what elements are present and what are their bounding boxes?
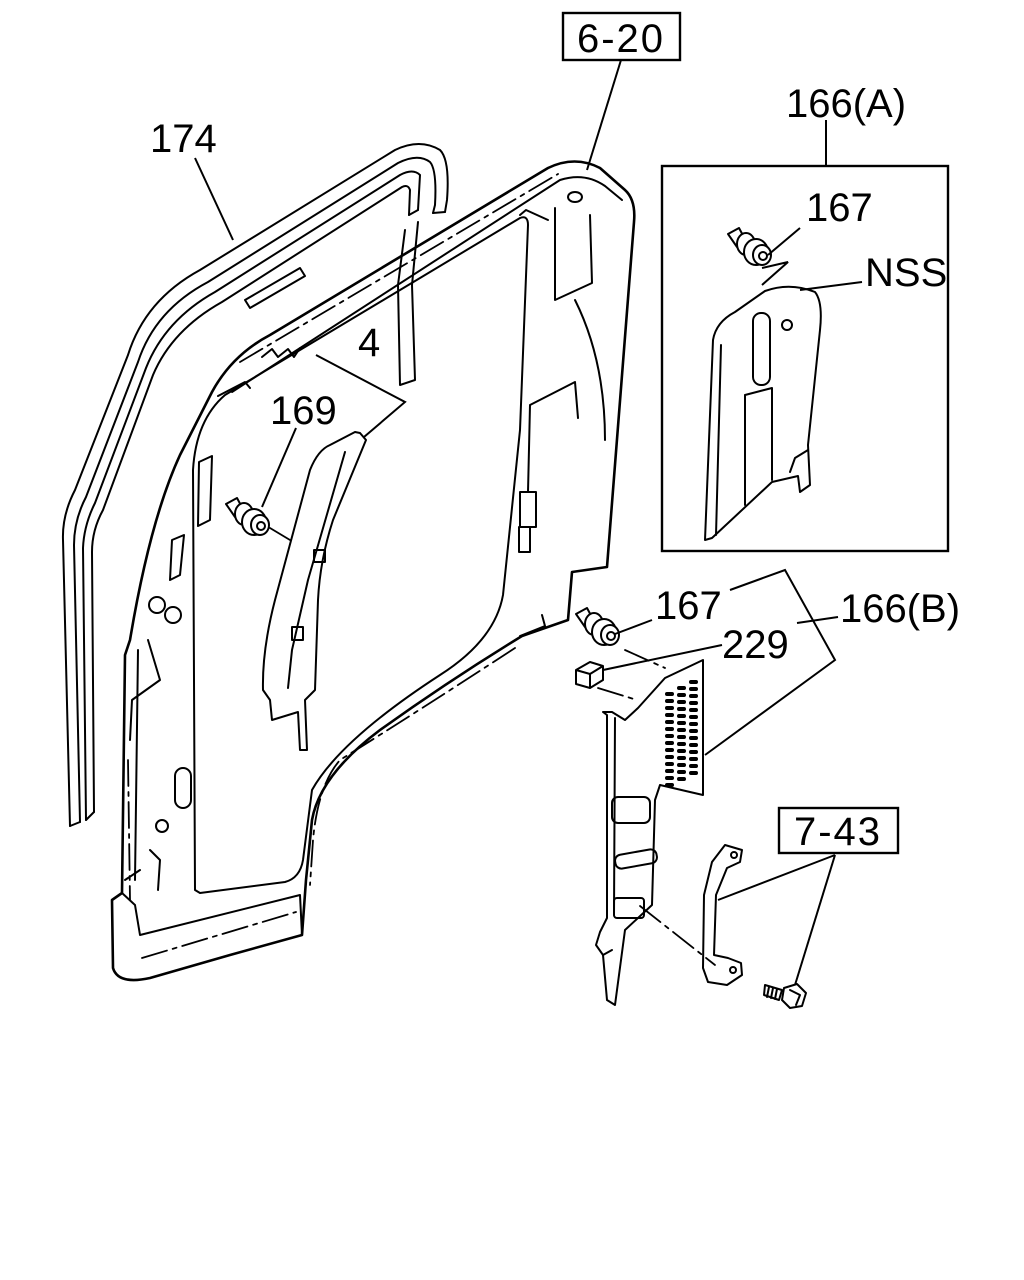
grille-slot [677, 735, 686, 739]
clip-167-b [575, 607, 620, 646]
grille-slot [689, 750, 698, 754]
grille-slot [689, 708, 698, 712]
grille-slot [665, 706, 674, 710]
callout-4: 4 [358, 321, 380, 365]
grille-slot [665, 734, 674, 738]
grille-slot [689, 729, 698, 733]
grille-slot [689, 701, 698, 705]
trim-panel-nss [704, 285, 822, 541]
callout-174: 174 [150, 117, 217, 161]
ref-box-7-43 [777, 806, 900, 855]
grille-slot [677, 763, 686, 767]
ref-label-6-20: 6-20 [577, 17, 665, 61]
callout-nss: NSS [865, 251, 947, 295]
grille-slot [677, 721, 686, 725]
bolt [763, 983, 807, 1009]
grille-slot [677, 777, 686, 781]
callout-167-a: 167 [806, 186, 873, 230]
grille-slot [665, 692, 674, 696]
callout-166b: 166(B) [840, 587, 960, 631]
callout-229: 229 [722, 623, 789, 667]
grille-slot [665, 720, 674, 724]
grille-slot [677, 749, 686, 753]
grille-slot [689, 715, 698, 719]
grille-slot [689, 687, 698, 691]
pad-229 [575, 661, 604, 689]
ref-box-6-20 [561, 11, 682, 62]
grille-slot [665, 741, 674, 745]
grille-slot [689, 771, 698, 775]
door-inner-panel [110, 160, 636, 982]
grille-slot [677, 756, 686, 760]
grille-slot [689, 764, 698, 768]
grille-slot [665, 762, 674, 766]
grille-slot [665, 748, 674, 752]
grille-slot [689, 736, 698, 740]
grille-slot [665, 713, 674, 717]
grille-slot [665, 776, 674, 780]
grille-slot [665, 783, 674, 787]
weatherstrip-174 [61, 143, 449, 827]
grille-slot [677, 686, 686, 690]
grille-slot [677, 700, 686, 704]
grille-slot [677, 714, 686, 718]
clip-167-a [727, 227, 772, 266]
grille-slot [689, 722, 698, 726]
trim-panel-166b [595, 659, 704, 1006]
assist-grip-handle [702, 844, 743, 986]
callout-169: 169 [270, 389, 337, 433]
callout-166a: 166(A) [786, 82, 906, 126]
grille-slot [677, 742, 686, 746]
leader-lines [194, 59, 863, 986]
grille-slot [665, 727, 674, 731]
grille-slot [665, 769, 674, 773]
grille-slot [677, 770, 686, 774]
pillar-trim-4 [261, 431, 367, 751]
grille-slot [665, 755, 674, 759]
ref-label-7-43: 7-43 [794, 810, 882, 854]
grille-slot [677, 693, 686, 697]
grille-slot [689, 694, 698, 698]
grille-slot [677, 728, 686, 732]
grille-slot [665, 699, 674, 703]
grille-slot [677, 707, 686, 711]
grille-slot [689, 680, 698, 684]
grille-slot [689, 743, 698, 747]
ventilation-grille [665, 680, 698, 787]
grille-slot [689, 757, 698, 761]
callout-167-b: 167 [655, 584, 722, 628]
hole [567, 191, 583, 203]
detail-box-166a [660, 164, 950, 553]
